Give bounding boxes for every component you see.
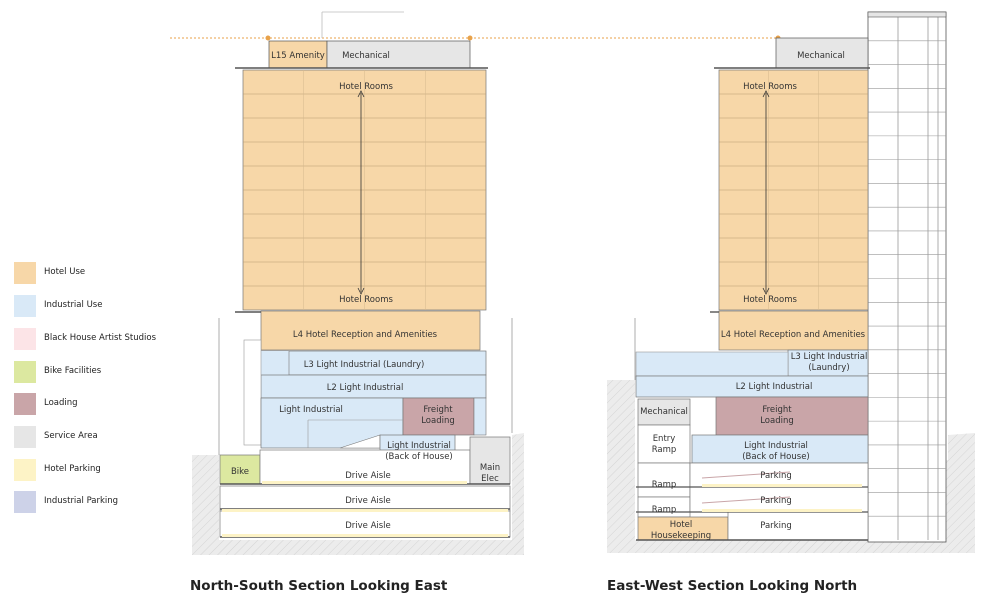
ew-housekeeping-label-1: Hotel: [670, 520, 693, 530]
legend-swatch: [14, 328, 36, 350]
ns-parking-1: [259, 449, 471, 485]
legend-item-artist-studios: Black House Artist Studios: [14, 328, 189, 350]
ns-ground: [192, 433, 524, 555]
ew-li-boh: [691, 434, 869, 464]
ew-freight-label-2: Loading: [760, 416, 794, 426]
ns-l4-hotel: [260, 310, 481, 351]
ns-mechanical-label: Mechanical: [342, 51, 390, 61]
ew-core-tower: [867, 11, 947, 543]
ns-freight-label-2: Loading: [421, 416, 455, 426]
legend-label: Loading: [44, 398, 78, 408]
ns-drive-aisle-1-label: Drive Aisle: [345, 471, 391, 481]
ew-parking-3-label: Parking: [760, 521, 792, 531]
legend-swatch: [14, 426, 36, 448]
ns-main-elec-label-1: Main: [480, 463, 500, 473]
legend-item-hotel-parking: Hotel Parking: [14, 459, 189, 481]
legend-swatch: [14, 393, 36, 415]
ns-l15-amenity-label: L15 Amenity: [271, 51, 325, 61]
ew-parking-1: [689, 462, 869, 488]
ew-housekeeping-label-2: Housekeeping: [651, 531, 711, 541]
ns-freight-loading: [402, 397, 475, 436]
ew-l4-label: L4 Hotel Reception and Amenities: [721, 330, 866, 340]
ns-mechanical: [326, 40, 471, 69]
ew-freight-label-1: Freight: [762, 405, 792, 415]
ew-li-boh-label-2: (Back of House): [742, 452, 810, 462]
legend-swatch: [14, 491, 36, 513]
ns-main-elec-label-2: Elec: [481, 474, 499, 484]
legend-label: Industrial Parking: [44, 496, 119, 506]
ew-mechanical-low-label: Mechanical: [640, 407, 688, 417]
north-south-section: L15 Amenity Mechanical Hotel Rooms Hotel…: [192, 11, 524, 555]
legend-item-industrial-use: Industrial Use: [14, 295, 189, 317]
east-west-section: Mechanical Hotel Rooms Hotel Rooms L4 Ho…: [607, 11, 975, 553]
legend-label: Black House Artist Studios: [44, 333, 157, 343]
legend-swatch: [14, 459, 36, 481]
legend-label: Industrial Use: [44, 300, 103, 310]
ns-li-boh-label-2: (Back of House): [385, 452, 453, 462]
ns-l1-right: [473, 397, 487, 436]
ew-ramp-1-label: Ramp: [652, 480, 677, 490]
ew-l4-hotel: [718, 310, 869, 351]
ns-bike-label: Bike: [231, 467, 249, 477]
ew-l3-label-1: L3 Light Industrial: [791, 352, 868, 362]
ns-hotel-rooms-bottom-label: Hotel Rooms: [339, 295, 393, 305]
datum-marker-2: [467, 35, 473, 41]
ew-hotel-rooms-top-label: Hotel Rooms: [743, 82, 797, 92]
ns-drive-aisle-2-label: Drive Aisle: [345, 496, 391, 506]
legend-label: Bike Facilities: [44, 366, 102, 376]
ns-freight-label-1: Freight: [423, 405, 453, 415]
ns-main-elec: [469, 436, 511, 485]
ns-parking-2: [219, 485, 511, 512]
ew-mechanical: [775, 37, 869, 69]
legend-item-bike-facilities: Bike Facilities: [14, 361, 189, 383]
datum-marker-1: [265, 35, 271, 41]
ew-parking-1-label: Parking: [760, 471, 792, 481]
ew-parking-2: [689, 486, 869, 513]
ew-entry-ramp-label-2: Ramp: [652, 445, 677, 455]
ew-mechanical-low: [637, 398, 691, 426]
ns-side-element: [243, 339, 262, 446]
legend-label: Service Area: [44, 431, 98, 441]
legend-swatch: [14, 361, 36, 383]
ew-hotel-rooms-bottom-label: Hotel Rooms: [743, 295, 797, 305]
legend-item-hotel-use: Hotel Use: [14, 262, 189, 284]
ew-entry-ramp-label-1: Entry: [653, 434, 676, 444]
ns-hotel-rooms-top-label: Hotel Rooms: [339, 82, 393, 92]
ew-freight-loading: [715, 396, 869, 436]
ns-light-industrial-label: Light Industrial: [279, 405, 343, 415]
legend-item-loading: Loading: [14, 393, 189, 415]
legend-label: Hotel Use: [44, 267, 86, 277]
ns-l2-label: L2 Light Industrial: [327, 383, 404, 393]
ew-parking-2-label: Parking: [760, 496, 792, 506]
ns-l3-industrial: [260, 350, 487, 376]
east-west-caption: East-West Section Looking North: [607, 578, 858, 594]
ew-l3-left: [635, 351, 789, 377]
ns-li-boh-label-1: Light Industrial: [387, 441, 451, 451]
ew-parking-3: [727, 511, 869, 541]
legend-item-service-area: Service Area: [14, 426, 189, 448]
ew-l2-label: L2 Light Industrial: [736, 382, 813, 392]
ew-ramp-2-label: Ramp: [652, 505, 677, 515]
legend-item-industrial-parking: Industrial Parking: [14, 491, 189, 513]
north-south-caption: North-South Section Looking East: [190, 578, 448, 594]
ew-entry-ramp: [637, 424, 691, 464]
ns-l3-label: L3 Light Industrial (Laundry): [304, 360, 425, 370]
ns-drive-aisle-3-label: Drive Aisle: [345, 521, 391, 531]
ew-li-boh-label-1: Light Industrial: [744, 441, 808, 451]
ns-l4-label: L4 Hotel Reception and Amenities: [293, 330, 438, 340]
legend-swatch: [14, 262, 36, 284]
legend-swatch: [14, 295, 36, 317]
legend-label: Hotel Parking: [44, 464, 101, 474]
ew-l3-label-2: (Laundry): [808, 363, 849, 373]
ew-mechanical-label: Mechanical: [797, 51, 845, 61]
